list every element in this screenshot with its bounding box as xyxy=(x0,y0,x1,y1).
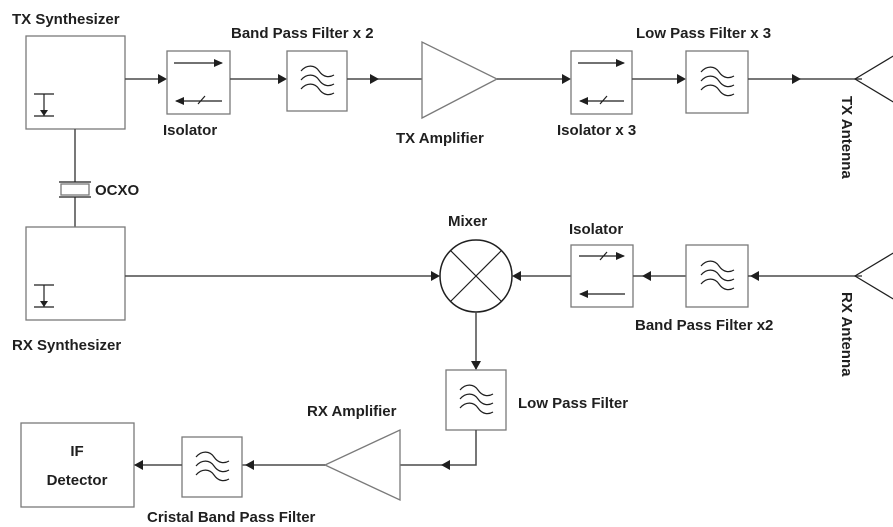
tx-isolator xyxy=(166,50,231,115)
rx-low-pass-filter xyxy=(445,369,507,431)
rx-synthesizer-label: RX Synthesizer xyxy=(12,337,121,354)
tx-isolator-x3-label: Isolator x 3 xyxy=(557,122,636,139)
ocxo-label: OCXO xyxy=(95,182,140,199)
rx-antenna-label: RX Antenna xyxy=(838,292,855,377)
rx-isolator-label: Isolator xyxy=(569,221,623,238)
rx-low-pass-filter-label: Low Pass Filter xyxy=(518,395,628,412)
tx-synthesizer-label: TX Synthesizer xyxy=(12,11,120,28)
tx-amplifier xyxy=(421,40,499,120)
rx-antenna xyxy=(853,252,893,300)
tx-band-pass-filter xyxy=(286,50,348,112)
crystal-band-pass-filter-label: Cristal Band Pass Filter xyxy=(147,509,316,526)
rx-synthesizer xyxy=(25,226,126,321)
tx-band-pass-filter-label: Band Pass Filter x 2 xyxy=(231,25,374,42)
rx-amplifier-label: RX Amplifier xyxy=(307,403,397,420)
tx-isolator-label: Isolator xyxy=(163,122,217,139)
rx-band-pass-filter xyxy=(685,244,749,308)
tx-synthesizer xyxy=(25,35,126,130)
tx-amplifier-label: TX Amplifier xyxy=(396,130,484,147)
tx-isolator-x3 xyxy=(570,50,633,115)
mixer-label: Mixer xyxy=(448,213,487,230)
tx-low-pass-filter xyxy=(685,50,749,114)
ocxo-crystal xyxy=(59,129,91,227)
tx-antenna-label: TX Antenna xyxy=(838,96,855,179)
mixer xyxy=(439,239,513,313)
if-detector xyxy=(20,422,135,508)
crystal-band-pass-filter xyxy=(181,436,243,498)
rx-isolator xyxy=(570,244,634,308)
if-detector-label-line1: IF xyxy=(70,443,83,460)
if-detector-label-line2: Detector xyxy=(47,472,108,489)
rx-amplifier xyxy=(323,428,401,502)
rx-band-pass-filter-label: Band Pass Filter x2 xyxy=(635,317,773,334)
tx-low-pass-filter-label: Low Pass Filter x 3 xyxy=(636,25,771,42)
tx-antenna xyxy=(853,55,893,103)
